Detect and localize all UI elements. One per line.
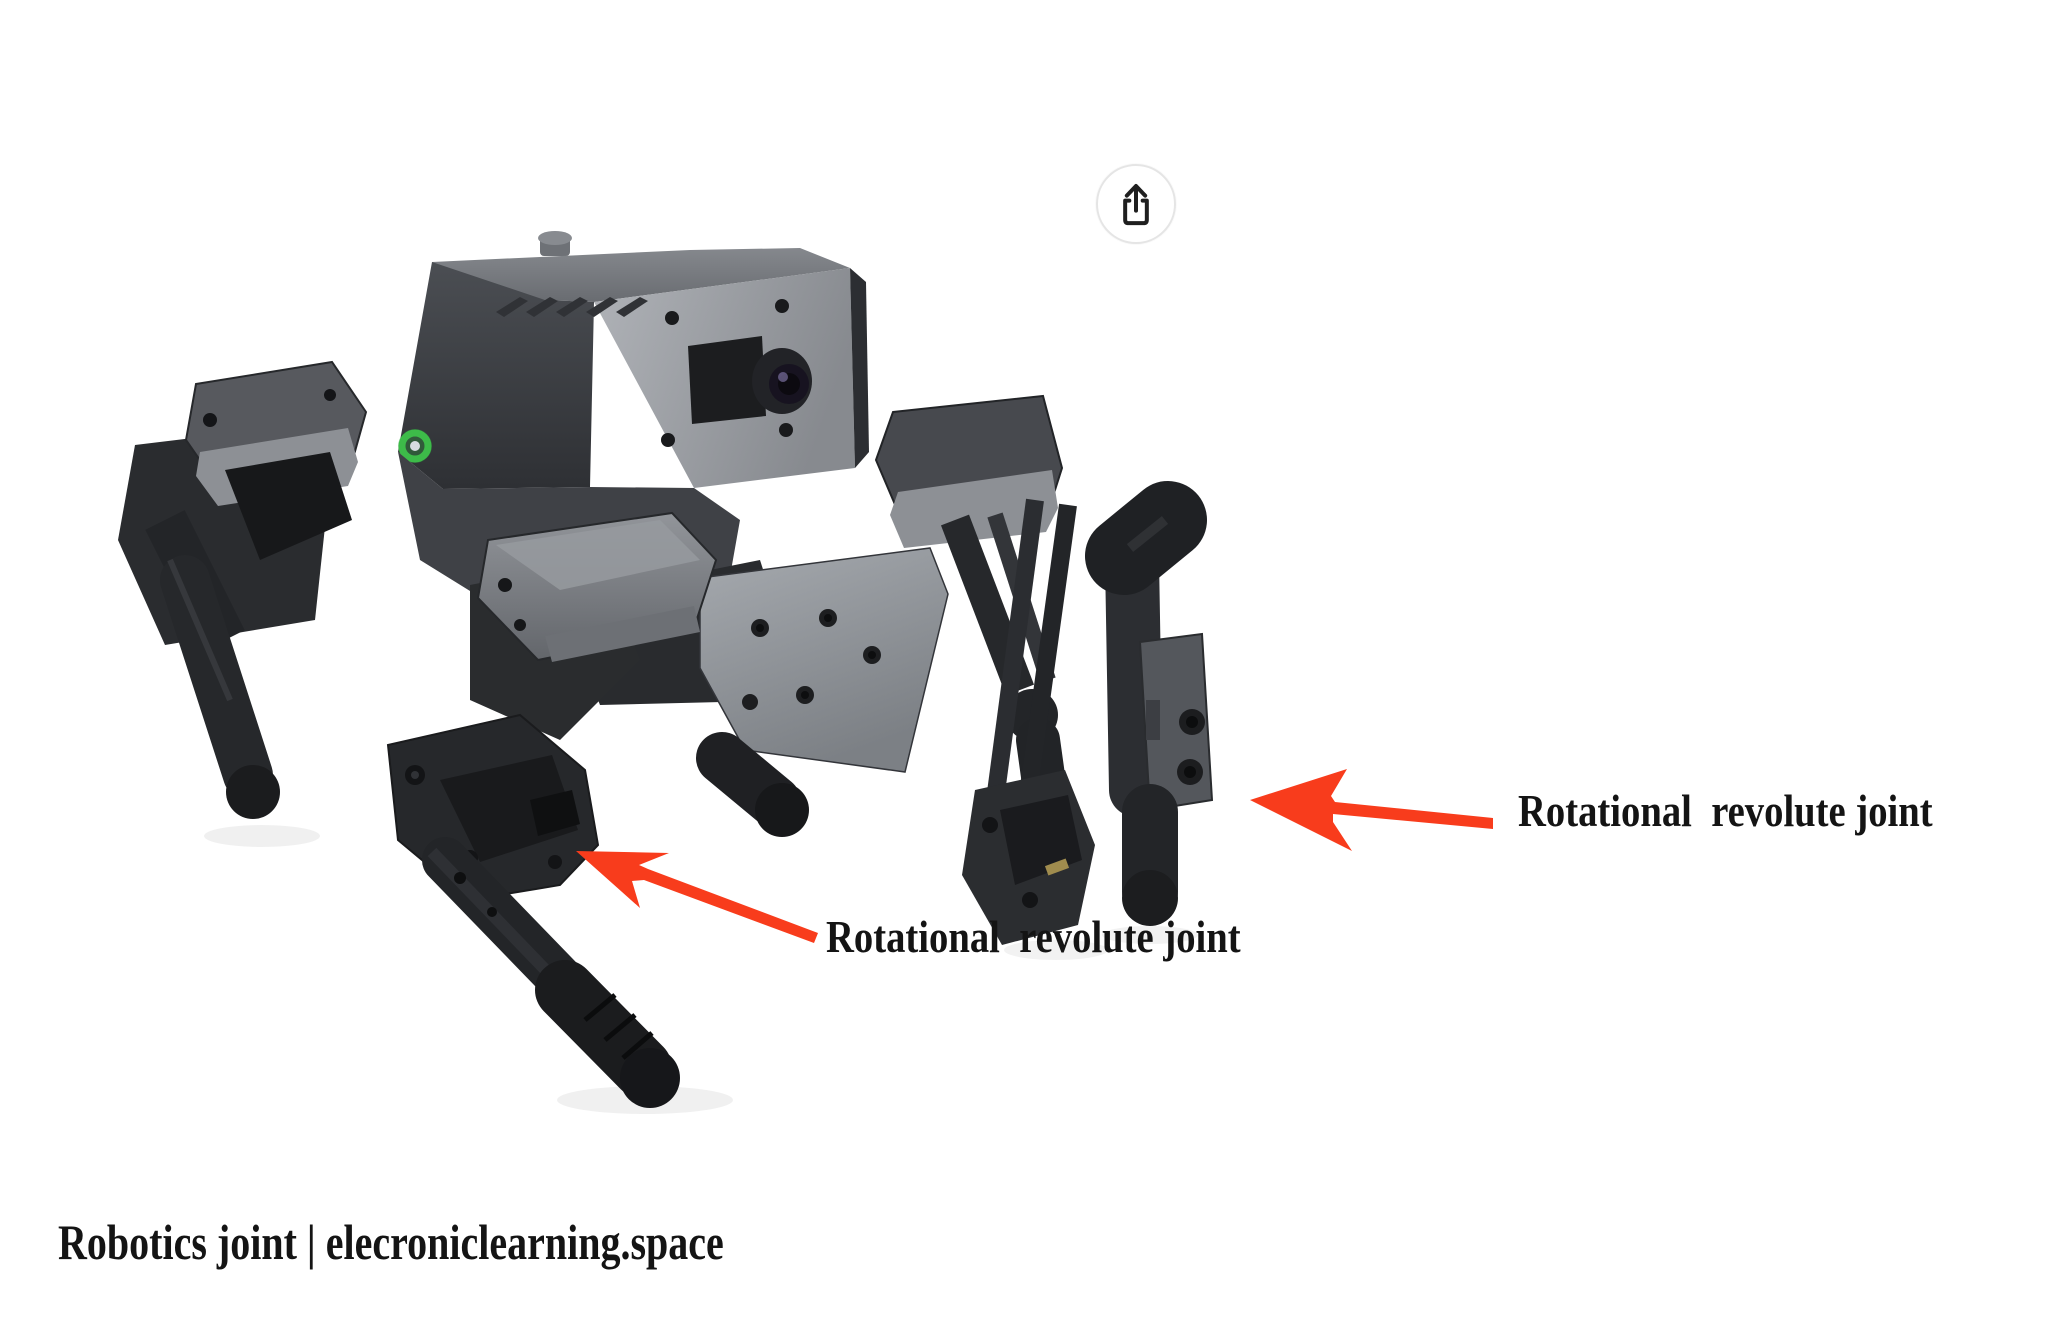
robot-foot-middle	[696, 732, 809, 837]
robot-leg-front-right-raised	[962, 481, 1214, 945]
annotation-arrow-right-joint	[1250, 769, 1493, 851]
robot-leg-rear-left	[118, 360, 368, 819]
robot-dog	[118, 231, 1214, 1114]
label-right-revolute-joint: Rotational revolute joint	[1518, 785, 1933, 836]
share-upload-icon	[1123, 184, 1149, 226]
robot-led-green	[398, 429, 432, 463]
robot-vent-slots	[496, 297, 648, 317]
figure-caption: Robotics joint | elecroniclearning.space	[58, 1214, 724, 1270]
robot-screws	[661, 299, 793, 447]
robot-body	[398, 231, 949, 773]
share-button[interactable]	[1096, 164, 1176, 244]
annotation-arrow-left-joint	[576, 851, 818, 943]
label-left-revolute-joint: Rotational revolute joint	[826, 911, 1241, 962]
robot-leg-front-left	[386, 511, 718, 1108]
robot-camera	[688, 336, 812, 424]
